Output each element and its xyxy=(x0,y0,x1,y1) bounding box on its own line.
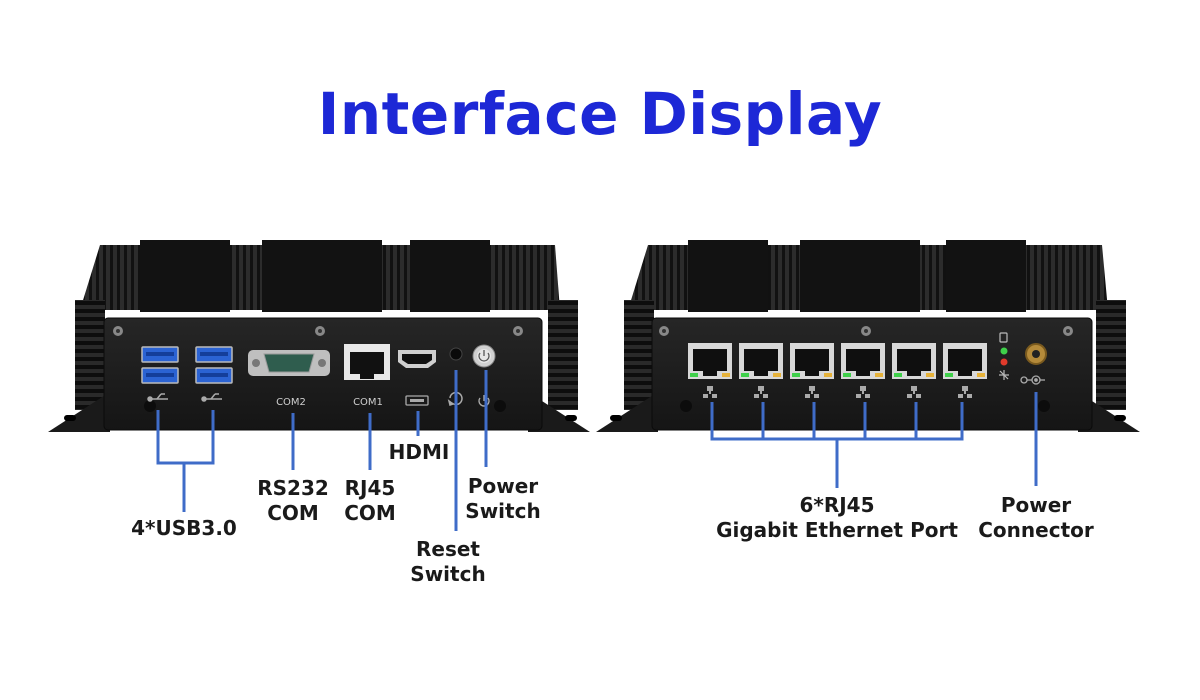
led-icon xyxy=(999,370,1009,380)
rs232-callout: RS232 COM xyxy=(253,476,333,526)
com2-label: COM2 xyxy=(276,397,306,408)
hdmi-callout: HDMI xyxy=(380,440,458,465)
ethernet-callout-line1: 6*RJ45 xyxy=(799,493,875,517)
reset-callout-line2: Switch xyxy=(410,562,486,586)
com1-rj45-port[interactable] xyxy=(344,344,390,380)
power-connector-icon xyxy=(1020,375,1045,385)
ethernet-port[interactable] xyxy=(790,343,834,379)
right-callout-lines xyxy=(710,392,1038,488)
power-connector-callout-line2: Connector xyxy=(978,518,1094,542)
power-switch-callout-line2: Switch xyxy=(465,499,541,523)
rs232-callout-line1: RS232 xyxy=(257,476,329,500)
status-leds xyxy=(999,332,1009,380)
ethernet-port[interactable] xyxy=(739,343,783,379)
ethernet-port[interactable] xyxy=(841,343,885,379)
usb-callout-text: 4*USB3.0 xyxy=(131,516,237,540)
power-switch-callout-line1: Power xyxy=(467,474,539,498)
power-button[interactable] xyxy=(472,344,496,368)
usb-icon xyxy=(147,393,222,402)
drive-icon xyxy=(999,332,1008,343)
rj45-com-callout: RJ45 COM xyxy=(330,476,410,526)
left-callout-lines xyxy=(156,370,488,531)
power-connector-callout-line1: Power xyxy=(1000,493,1072,517)
power-connector-callout: Power Connector xyxy=(974,493,1098,543)
power-icon xyxy=(478,395,490,407)
ethernet-callout-line2: Gigabit Ethernet Port xyxy=(716,518,958,542)
network-icon xyxy=(703,386,972,398)
page-title: Interface Display xyxy=(317,80,883,148)
ethernet-port[interactable] xyxy=(943,343,987,379)
rs232-callout-line2: COM xyxy=(267,501,319,525)
ethernet-callout: 6*RJ45 Gigabit Ethernet Port xyxy=(707,493,967,543)
reset-button[interactable] xyxy=(449,347,463,361)
reset-callout-line1: Reset xyxy=(416,537,480,561)
reset-callout: Reset Switch xyxy=(406,537,490,587)
hdmi-port[interactable] xyxy=(398,350,436,368)
com1-label: COM1 xyxy=(353,397,383,408)
hdmi-icon xyxy=(405,395,429,406)
dc-power-connector[interactable] xyxy=(1025,343,1047,365)
rj45-callout-line1: RJ45 xyxy=(344,476,396,500)
ethernet-port-group[interactable] xyxy=(688,343,987,379)
usb-port-group[interactable] xyxy=(141,346,233,384)
left-chassis xyxy=(48,240,590,432)
right-chassis xyxy=(596,240,1140,432)
ethernet-port[interactable] xyxy=(892,343,936,379)
power-led xyxy=(1000,347,1008,355)
ethernet-port[interactable] xyxy=(688,343,732,379)
com2-serial-port[interactable] xyxy=(248,350,330,376)
usb-callout: 4*USB3.0 xyxy=(124,516,244,541)
power-switch-callout: Power Switch xyxy=(458,474,548,524)
rj45-callout-line2: COM xyxy=(344,501,396,525)
hdd-led xyxy=(1000,358,1008,366)
hdmi-callout-text: HDMI xyxy=(388,440,450,464)
